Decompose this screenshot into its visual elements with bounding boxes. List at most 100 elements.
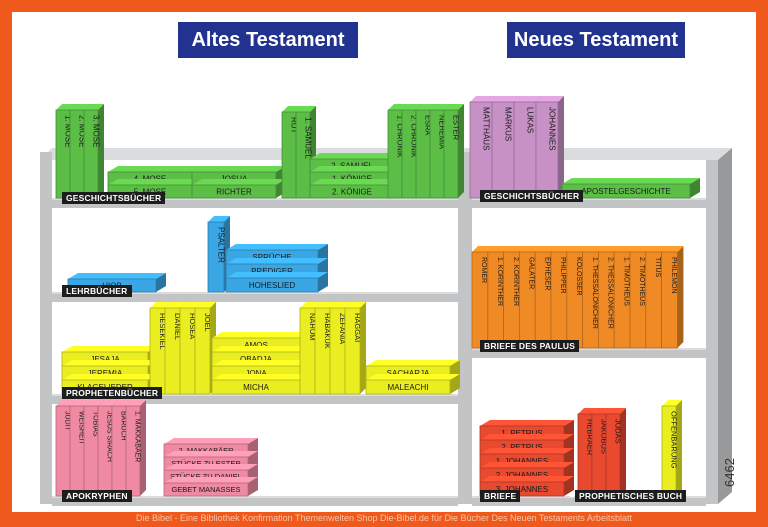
book-title: JESUS SIRACH [105,411,112,462]
book-top [212,332,310,338]
book-top [164,464,258,470]
shelf-board-2-left [52,292,458,302]
book-side [458,104,464,198]
shelf-board-1-left-edge [52,198,458,200]
book-top [562,178,700,184]
book-top [68,273,166,279]
book-top [62,374,158,380]
book-top [165,302,186,308]
book-top [582,246,605,252]
label-nt-geschichtsbuecher: GESCHICHTSBÜCHER [480,190,584,202]
book-title: MATTHÄUS [482,107,491,150]
book-title: HOHESLIED [249,281,295,290]
label-prophetisches-buch: PROPHETISCHES BUCH [575,490,687,502]
code-number: 6462 [722,458,737,487]
book-top [492,96,520,102]
book-top [480,462,574,468]
book-title: 3. MOSE [92,115,101,147]
book-top [150,302,171,308]
book-top [592,408,612,414]
book-top [388,104,408,110]
book-top [108,179,202,185]
footer-text: Die Bibel - Eine Bibliothek Konfirmation… [136,513,632,523]
book-title: JESAJA [90,355,120,364]
book-spine [344,307,361,395]
book-top [514,96,542,102]
book-top [62,346,158,352]
book-top [645,246,668,252]
book-title: JOEL [203,313,212,332]
book-title: STÜCKE ZU ESTER [171,459,241,468]
book-side [690,178,700,198]
book-title: ZEFANIA [338,313,347,344]
book-title: 5. MOSE [134,187,166,196]
book-top [208,216,230,222]
book-top [310,153,404,159]
book-title: HABAKUK [323,313,332,349]
label-geschichtsbuecher: GESCHICHTSBÜCHER [62,192,166,204]
shelf-board-4-left-edge [52,496,458,498]
book-title: APOSTELGESCHICHTE [581,187,670,196]
book-top [310,166,404,172]
book-top [480,434,574,440]
book-top [164,438,258,444]
book-top [470,96,498,102]
book-spine [443,109,459,199]
book-title: PREDIGER [251,267,293,276]
book-title: 2. MOSE [78,115,87,147]
book-side [676,400,682,496]
book-title: HAGGAI [353,313,362,342]
shelf-board-2-left-edge [52,292,458,294]
book-top [480,420,574,426]
book-offenbarung: OFFENBARUNG [661,400,682,497]
book-title: 1. MOSE [64,115,73,147]
book-top [226,244,328,250]
book-title: 1. KÖNIGE [332,174,372,183]
book-top [519,246,542,252]
book-title: 1. PETRUS [501,429,542,438]
book-top [430,104,450,110]
book-top [212,346,310,352]
book-title: NEHEMIA [438,115,447,149]
book-top [84,400,104,406]
book-title: JUDIT [63,411,70,432]
book-top [212,374,310,380]
book-haggai: HAGGAI [344,302,366,395]
book-top [56,104,76,110]
book-title: RUT [290,117,299,134]
book-spine [295,111,311,199]
book-top [480,476,574,482]
book-title: 4. MOSE [134,174,166,183]
book-top [126,400,146,406]
book-top [98,400,118,406]
shelf-board-nt-2 [472,348,706,358]
book-title: TOBIAS [91,411,98,437]
book-title: RICHTER [216,187,252,196]
book-title: MALEACHI [388,383,429,392]
book-side [620,408,626,496]
book-top [112,400,132,406]
book-title: ESTER [452,115,461,141]
book-top [192,166,286,172]
book-title: KOLOSSER [575,257,582,296]
book-title: HESEKIEL [158,313,167,350]
book-top [503,246,526,252]
shelf-board-1-left [52,198,458,208]
book-title: 2. MAKKABÄER [178,446,234,455]
book-spine [163,482,249,497]
book-micha: MICHA [211,374,310,395]
book-title: 1. MAKKABÄER [133,411,141,462]
shelf-board-3-left [52,394,458,404]
book-top [84,104,104,110]
book-top [180,302,201,308]
book-side [450,374,460,394]
book-top [226,258,328,264]
book-top [366,360,460,366]
book-title: 2. TIMOTHEUS [638,257,645,306]
book-top [578,408,598,414]
book-side [677,246,684,348]
label-apokryphen: APOKRYPHEN [62,490,132,502]
shelf-post-left [40,152,52,504]
book-top [56,400,76,406]
